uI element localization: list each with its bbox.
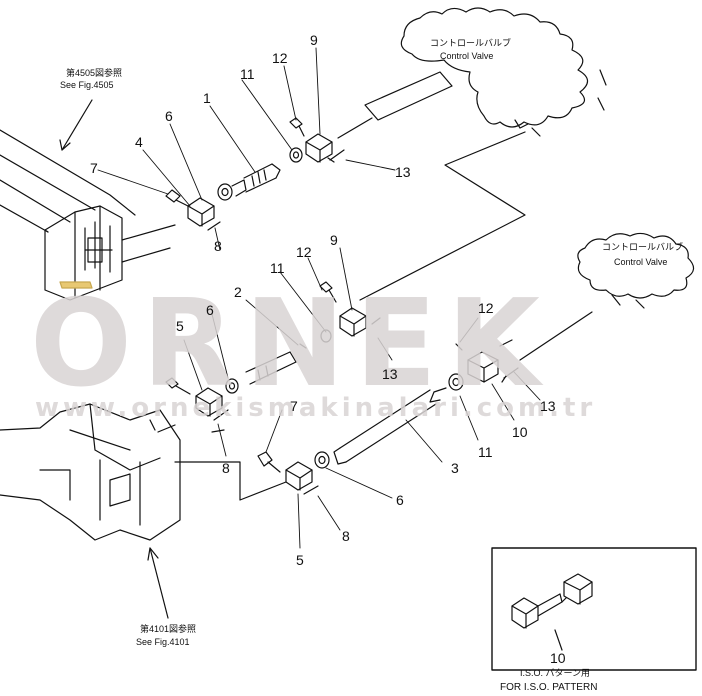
valve-top-jp: コントロールバルブ [430, 38, 512, 48]
callout-11c: 11 [478, 444, 493, 460]
callout-6a: 6 [165, 108, 173, 124]
inset-caption-en: FOR I.S.O. PATTERN [500, 682, 598, 693]
leader-lines [97, 47, 541, 549]
right-hose-assembly [174, 339, 519, 501]
valve-top-en: Control Valve [440, 51, 494, 61]
callout-4: 4 [135, 134, 143, 150]
ref-4101-jp: 第4101図参照 [140, 624, 197, 634]
callout-5a: 5 [176, 318, 184, 334]
callout-9a: 9 [310, 32, 318, 48]
callout-13a: 13 [395, 164, 411, 180]
valve-mid-en: Control Valve [614, 257, 668, 267]
callout-3: 3 [451, 460, 459, 476]
top-hose-assembly [165, 117, 345, 231]
inset-caption-jp: I.S.O. パターン用 [520, 668, 591, 678]
ref-4505-jp: 第4505図参照 [66, 68, 123, 78]
ref-4505-en: See Fig.4505 [60, 80, 114, 90]
callout-5b: 5 [296, 552, 304, 568]
ref-arrow-4101 [149, 547, 169, 619]
callout-11a: 11 [240, 66, 255, 82]
callout-12c: 12 [478, 300, 494, 316]
callout-8b: 8 [222, 460, 230, 476]
callout-13b: 13 [382, 366, 398, 382]
callout-8c: 8 [342, 528, 350, 544]
callout-6c: 6 [396, 492, 404, 508]
callout-1: 1 [203, 90, 211, 106]
callout-7b: 7 [290, 398, 298, 414]
callout-10a: 10 [512, 424, 528, 440]
callout-6b: 6 [206, 302, 214, 318]
callout-2: 2 [234, 284, 242, 300]
iso-inset [491, 547, 697, 671]
callout-8a: 8 [214, 238, 222, 254]
callout-10b: 10 [550, 650, 566, 666]
callout-11b: 11 [270, 260, 285, 276]
watermark-url: www.ornekismakinalari.com.tr [35, 393, 597, 423]
callout-9b: 9 [330, 232, 338, 248]
ref-arrow-4505 [61, 99, 93, 151]
valve-mid-jp: コントロールバルブ [602, 242, 684, 252]
watermark-brand: ORNEK [30, 275, 550, 414]
lower-bracket-assembly [0, 403, 181, 541]
control-valve-top-outline [400, 7, 589, 128]
callout-7a: 7 [90, 160, 98, 176]
upper-bracket-assembly [0, 129, 176, 301]
ref-4101-en: See Fig.4101 [136, 637, 190, 647]
callout-12b: 12 [296, 244, 312, 260]
callout-12a: 12 [272, 50, 288, 66]
callout-13c: 13 [540, 398, 556, 414]
control-valve-mid-outline [577, 232, 695, 299]
